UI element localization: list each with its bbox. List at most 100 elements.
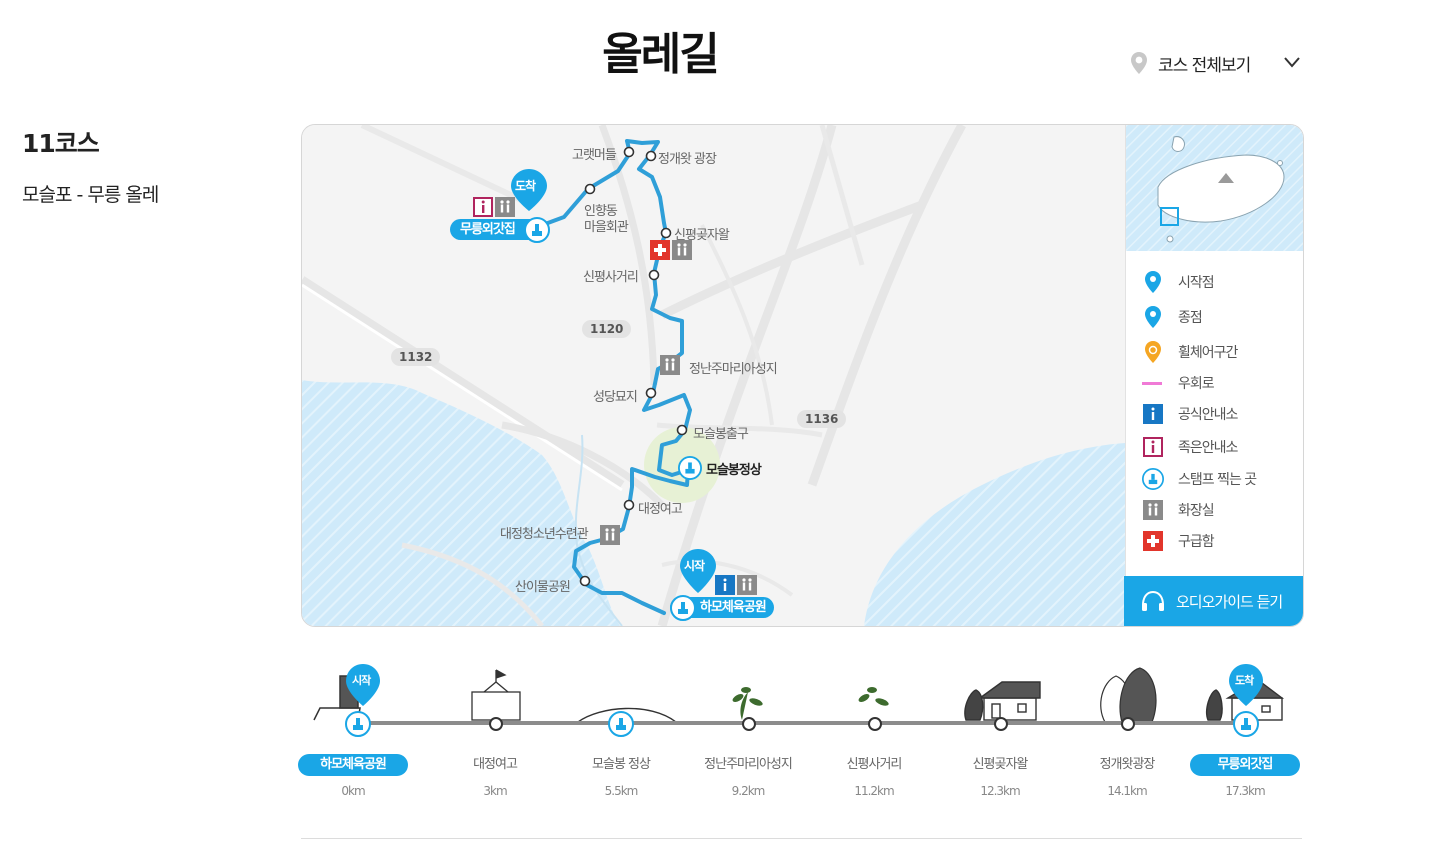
- timeline-stop-name[interactable]: 신평곶자왈: [972, 757, 1029, 772]
- stamp-icon: [678, 456, 702, 480]
- timeline-stop-distance: 11.2km: [854, 784, 894, 798]
- official-info-icon: [1142, 403, 1164, 425]
- timeline-stop-distance: 9.2km: [731, 784, 766, 798]
- legend-label-end: 종점: [1178, 310, 1203, 326]
- timeline-stop-name[interactable]: 신평사거리: [846, 757, 903, 772]
- legend-item-first-aid: 구급함: [1142, 529, 1215, 553]
- timeline-node: [1121, 717, 1135, 731]
- timeline-stop-name[interactable]: 정난주마리아성지: [704, 757, 793, 772]
- timeline-stop-distance: 0km: [341, 784, 365, 798]
- course-number: 11코스: [22, 129, 100, 158]
- pin-label-end: 도착: [515, 179, 536, 193]
- restroom-icon: [737, 575, 757, 595]
- trees-illustration: [1100, 667, 1157, 723]
- map-label-sanimul-park: 산이물공원: [515, 580, 571, 595]
- map-label-sinpyeong-crossroad: 신평사거리: [583, 270, 639, 285]
- legend-item-small-info: 족은안내소: [1142, 435, 1238, 459]
- headphones-icon: [1142, 590, 1164, 611]
- audio-guide-button[interactable]: 오디오가이드 듣기: [1124, 576, 1303, 626]
- map-legend: 시작점 종점 휠체어구간 우회로: [1124, 125, 1303, 626]
- stamp-icon: [1233, 711, 1259, 737]
- timeline-stop-distance: 12.3km: [980, 784, 1020, 798]
- small-info-icon: [1142, 436, 1164, 458]
- map-label-goraetmeodeul: 고랫머들: [572, 148, 617, 163]
- jeju-minimap: [1126, 125, 1303, 251]
- legend-label-stamp: 스탬프 찍는 곳: [1178, 472, 1257, 488]
- course-select-dropdown[interactable]: 코스 전체보기: [1128, 48, 1308, 78]
- timeline-node: [994, 717, 1008, 731]
- legend-item-wheelchair: 휠체어구간: [1142, 340, 1238, 364]
- timeline-stop-name[interactable]: 정개왓광장: [1099, 757, 1156, 772]
- timeline-stop-distance: 14.1km: [1107, 784, 1147, 798]
- timeline-stop-name[interactable]: 대정여고: [473, 757, 518, 772]
- map-label-youth-center: 대정청소년수련관: [500, 527, 589, 542]
- wheelchair-icon: [1142, 341, 1164, 363]
- course-map[interactable]: 도착 시작 1120 1132 1136 고랫머들 정개왓 광장 인향동 마을회…: [301, 124, 1304, 627]
- end-pin-marker: [511, 169, 547, 211]
- plant-illustration: [858, 687, 889, 706]
- timeline-stop-name[interactable]: 하모체육공원: [298, 754, 408, 776]
- map-label-inhyangdong: 인향동: [584, 204, 618, 219]
- map-label-moseulbong-exit: 모슬봉출구: [693, 427, 749, 442]
- timeline-node: [868, 717, 882, 731]
- map-label-sinpyeong-gotjawal: 신평곶자왈: [674, 228, 730, 243]
- map-start-label-hamo[interactable]: 하모체육공원: [670, 597, 774, 618]
- legend-label-start: 시작점: [1178, 275, 1215, 291]
- course-name: 모슬포 - 무릉 올레: [22, 184, 159, 206]
- legend-item-official-info: 공식안내소: [1142, 402, 1238, 426]
- timeline-stop-name[interactable]: 모슬봉 정상: [592, 757, 651, 772]
- page-title: 올레길: [602, 29, 719, 80]
- stamp-icon: [524, 217, 550, 243]
- timeline-node: [742, 717, 756, 731]
- map-label-village-hall: 마을회관: [584, 220, 629, 235]
- course-timeline: 시작 도착 하모체육공원 0km 대정여고 3km 모슬봉 정상 5.5km 정…: [0, 640, 1438, 840]
- detour-line-icon: [1142, 372, 1164, 394]
- plant-illustration: [732, 687, 763, 720]
- legend-label-restroom: 화장실: [1178, 503, 1215, 519]
- official-info-icon: [715, 575, 735, 595]
- first-aid-icon: [650, 240, 670, 260]
- restroom-icon: [1142, 499, 1164, 521]
- timeline-stop-distance: 5.5km: [604, 784, 639, 798]
- stamp-icon: [1142, 468, 1164, 490]
- house-illustration: [964, 681, 1041, 721]
- road-badge-1120: 1120: [582, 320, 632, 338]
- map-label-moseulbong-top: 모슬봉정상: [706, 463, 762, 478]
- restroom-icon: [660, 355, 680, 375]
- restroom-icon: [600, 525, 620, 545]
- pin-label-start: 시작: [684, 559, 705, 573]
- map-label-jeonggaewat: 정개왓 광장: [658, 152, 717, 167]
- map-end-label-mureung[interactable]: 무릉외갓집: [450, 219, 545, 240]
- legend-label-detour: 우회로: [1178, 376, 1215, 392]
- legend-item-stamp: 스탬프 찍는 곳: [1142, 467, 1257, 491]
- timeline-stop-name[interactable]: 무릉외갓집: [1190, 754, 1300, 776]
- legend-item-restroom: 화장실: [1142, 498, 1215, 522]
- start-pin-icon: [1142, 271, 1164, 293]
- timeline-stop-distance: 17.3km: [1225, 784, 1265, 798]
- school-illustration: [471, 669, 521, 721]
- stamp-icon: [670, 595, 696, 621]
- stamp-icon: [608, 711, 634, 737]
- map-label-daejeong-girls-high: 대정여고: [638, 502, 683, 517]
- end-badge-pin: [1229, 664, 1263, 706]
- chevron-down-icon: [1284, 57, 1300, 68]
- oreum-illustration: [577, 707, 677, 723]
- timeline-illustrations: [313, 664, 1285, 723]
- stamp-icon: [345, 711, 371, 737]
- road-badge-1132: 1132: [391, 348, 441, 366]
- bottom-divider: [301, 838, 1302, 839]
- end-pin-icon: [1142, 306, 1164, 328]
- legend-label-wheelchair: 휠체어구간: [1178, 345, 1238, 361]
- legend-label-official-info: 공식안내소: [1178, 407, 1238, 423]
- legend-label-first-aid: 구급함: [1178, 534, 1215, 550]
- restroom-icon: [672, 240, 692, 260]
- timeline-end-badge: 도착: [1235, 674, 1254, 687]
- legend-item-detour: 우회로: [1142, 371, 1215, 395]
- map-background: [302, 125, 1125, 626]
- restroom-icon: [495, 197, 515, 217]
- timeline-stop-distance: 3km: [483, 784, 507, 798]
- start-pin-marker: [680, 549, 716, 593]
- legend-item-end: 종점: [1142, 305, 1203, 329]
- road-badge-1136: 1136: [797, 410, 847, 428]
- first-aid-icon: [1142, 530, 1164, 552]
